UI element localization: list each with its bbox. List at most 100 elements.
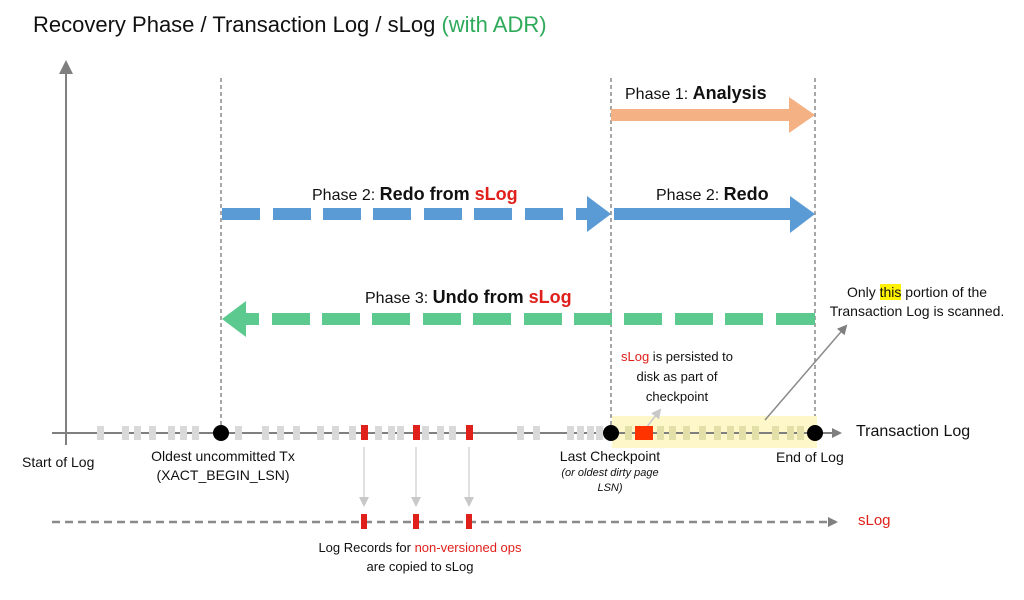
log-record — [349, 426, 356, 440]
scanned-text-2: portion of the — [901, 284, 988, 300]
scanned-log-record — [625, 426, 632, 440]
log-record — [262, 426, 269, 440]
title-accent: (with ADR) — [441, 12, 547, 37]
analysis-label: Phase 1: Analysis — [625, 83, 767, 104]
scanned-annotation: Only this portion of the Transaction Log… — [822, 283, 1012, 321]
undo-from-slog-arrow — [222, 301, 815, 337]
log-record — [567, 426, 574, 440]
scanned-log-record — [739, 426, 746, 440]
start-of-log-label: Start of Log — [22, 454, 95, 470]
redo-from-slog-slog: sLog — [474, 184, 518, 204]
redo-label-bold: Redo — [723, 184, 769, 204]
slog-persisted-red: sLog — [620, 349, 650, 364]
end-of-log-label: End of Log — [776, 449, 844, 465]
log-record — [449, 426, 456, 440]
scanned-highlight-word: this — [879, 284, 902, 300]
slog-persisted-text-3: checkpoint — [645, 389, 709, 404]
log-record — [168, 426, 175, 440]
scanned-log-record — [752, 426, 759, 440]
log-record — [332, 426, 339, 440]
slog-persisted-text-1: is persisted to — [649, 349, 734, 364]
oldest-tx-point — [213, 425, 229, 441]
log-record — [277, 426, 284, 440]
redo-arrow — [614, 196, 815, 233]
log-record — [122, 426, 129, 440]
log-record — [180, 426, 187, 440]
non-versioned-log-record — [413, 425, 420, 440]
analysis-arrow — [611, 97, 815, 133]
slog-persisted-annotation: sLog is persisted to disk as part of che… — [617, 347, 737, 407]
transaction-log-label: Transaction Log — [856, 423, 971, 440]
redo-from-slog-prefix: Phase 2: — [312, 187, 380, 204]
log-records — [97, 426, 804, 440]
title-main: Recovery Phase / Transaction Log / sLog — [33, 12, 442, 37]
log-record — [375, 426, 382, 440]
last-checkpoint-note-1: (or oldest dirty page — [561, 467, 659, 479]
last-checkpoint-note-2: LSN) — [597, 482, 623, 494]
log-record — [97, 426, 104, 440]
page-title: Recovery Phase / Transaction Log / sLog … — [33, 12, 547, 38]
scanned-log-record — [683, 426, 690, 440]
oldest-tx-line-1: Oldest uncommitted Tx — [151, 448, 295, 464]
slog-persisted-text-2: disk as part of — [636, 369, 718, 384]
log-record — [596, 426, 603, 440]
redo-from-slog-label: Phase 2: Redo from sLog — [312, 184, 518, 205]
undo-from-slog-prefix: Phase 3: — [365, 290, 433, 307]
persist-callout-arrow — [645, 408, 662, 429]
last-checkpoint-text: Last Checkpoint — [559, 448, 661, 464]
copied-annotation: Log Records for non-versioned ops are co… — [280, 538, 560, 576]
scanned-log-record — [772, 426, 779, 440]
redo-from-slog-bold: Redo from — [379, 184, 475, 204]
redo-from-slog-arrow — [222, 196, 611, 232]
scanned-callout-arrow — [764, 324, 848, 421]
slog-axis-label: sLog — [858, 512, 891, 529]
undo-from-slog-bold: Undo from — [432, 287, 529, 307]
scanned-log-record — [714, 426, 721, 440]
copied-red: non-versioned ops — [414, 540, 522, 555]
log-record — [422, 426, 429, 440]
redo-label-prefix: Phase 2: — [656, 187, 724, 204]
non-versioned-log-record — [466, 425, 473, 440]
oldest-tx-line-2: (XACT_BEGIN_LSN) — [156, 467, 290, 483]
last-checkpoint-point — [603, 425, 619, 441]
log-record — [293, 426, 300, 440]
end-of-log-point — [807, 425, 823, 441]
log-record — [517, 426, 524, 440]
vertical-axis-arrowhead — [59, 60, 73, 74]
log-record — [235, 426, 242, 440]
non-versioned-records — [361, 425, 473, 440]
log-record — [149, 426, 156, 440]
scanned-text-3: Transaction Log is scanned. — [829, 303, 1005, 319]
scanned-text-1: Only — [846, 284, 880, 300]
slog-record-1 — [361, 514, 367, 529]
scanned-log-record — [797, 426, 804, 440]
log-record — [437, 426, 444, 440]
copied-text-1: Log Records for — [318, 540, 415, 555]
copied-text-2: are copied to sLog — [366, 559, 474, 574]
scanned-log-record — [669, 426, 676, 440]
redo-label: Phase 2: Redo — [656, 184, 769, 205]
scanned-log-record — [727, 426, 734, 440]
log-record — [577, 426, 584, 440]
analysis-label-prefix: Phase 1: — [625, 86, 693, 103]
log-record — [533, 426, 540, 440]
log-record — [192, 426, 199, 440]
log-record — [587, 426, 594, 440]
slog-persisted-block — [635, 426, 653, 440]
log-record — [134, 426, 141, 440]
non-versioned-log-record — [361, 425, 368, 440]
slog-record-3 — [466, 514, 472, 529]
undo-from-slog-slog: sLog — [528, 287, 572, 307]
scanned-log-record — [787, 426, 794, 440]
oldest-tx-label: Oldest uncommitted Tx (XACT_BEGIN_LSN) — [128, 447, 318, 485]
slog-record-2 — [413, 514, 419, 529]
last-checkpoint-label: Last Checkpoint (or oldest dirty page LS… — [540, 447, 680, 496]
scanned-log-record — [699, 426, 706, 440]
log-record — [388, 426, 395, 440]
log-record — [317, 426, 324, 440]
analysis-label-bold: Analysis — [692, 83, 767, 103]
undo-from-slog-label: Phase 3: Undo from sLog — [365, 287, 572, 308]
scanned-log-record — [657, 426, 664, 440]
log-record — [397, 426, 404, 440]
